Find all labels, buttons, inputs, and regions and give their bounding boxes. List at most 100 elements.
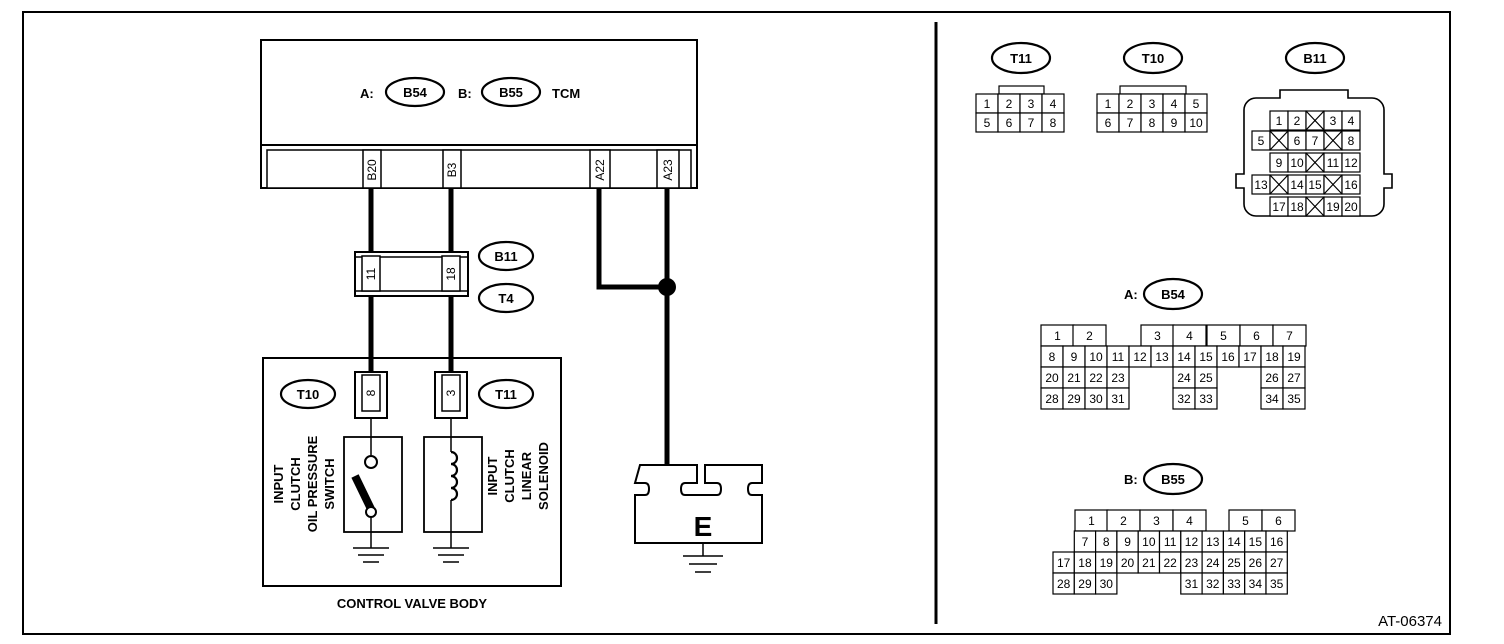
pin-number: 31	[1185, 577, 1199, 591]
pin-number: 9	[1276, 156, 1283, 170]
solenoid-label-line-4: SOLENOID	[536, 442, 551, 510]
pin-number: 12	[1133, 350, 1147, 364]
pin-number: 4	[1050, 97, 1057, 111]
blank-pin-cross	[1323, 130, 1343, 151]
pin-number: 18	[1290, 200, 1304, 214]
ground-e: E	[633, 464, 763, 573]
pin-number: 5	[1242, 514, 1249, 528]
mid-connector: 11 18 B11 T4	[354, 240, 535, 314]
solenoid-label-line-2: CLUTCH	[502, 449, 517, 502]
pin-number: 20	[1045, 371, 1059, 385]
pin-number: 1	[1054, 329, 1061, 343]
pin-number: 26	[1249, 556, 1263, 570]
pin-cell	[1094, 572, 1118, 595]
pin-number: 11	[1327, 156, 1340, 170]
pin-number: 35	[1287, 392, 1301, 406]
pin-number: 30	[1089, 392, 1103, 406]
valve-code-t11: T11	[495, 387, 517, 402]
pin-number: 2	[1006, 97, 1013, 111]
pin-number: 27	[1270, 556, 1284, 570]
pin-number: 6	[1105, 116, 1112, 130]
pin-number: 29	[1067, 392, 1081, 406]
connector-t10-code: T10	[1142, 51, 1164, 66]
pin-number: 35	[1270, 577, 1284, 591]
pin-number: 13	[1254, 178, 1268, 192]
oil-pressure-switch	[343, 418, 403, 563]
pin-number: 22	[1163, 556, 1177, 570]
pin-cell	[1341, 152, 1361, 173]
pin-number: 33	[1199, 392, 1213, 406]
pin-number: 12	[1185, 535, 1199, 549]
pin-number: 5	[984, 116, 991, 130]
pin-number: 7	[1028, 116, 1035, 130]
pin-number: 14	[1177, 350, 1191, 364]
pin-number: 22	[1089, 371, 1103, 385]
tcm-b-oval	[480, 76, 542, 108]
pin-number: 7	[1286, 329, 1293, 343]
tcm-a-oval	[384, 76, 446, 108]
pin-number: 10	[1189, 116, 1203, 130]
figure-id: AT-06374	[1378, 613, 1442, 630]
pin-number: 23	[1185, 556, 1199, 570]
pin-number: 8	[1149, 116, 1156, 130]
pin-number: 17	[1243, 350, 1257, 364]
pin-number: 4	[1348, 114, 1355, 128]
connector-b54-code: B54	[1161, 287, 1186, 302]
pin-number: 7	[1127, 116, 1134, 130]
connector-b55-prefix: B:	[1124, 472, 1138, 487]
valve-code-t10: T10	[297, 387, 319, 402]
wires	[368, 188, 676, 465]
connector-b55-code: B55	[1161, 472, 1185, 487]
pin-number: 5	[1193, 97, 1200, 111]
pin-number: 27	[1287, 371, 1301, 385]
pin-number: 4	[1186, 514, 1193, 528]
blank-pin-cross	[1269, 174, 1289, 195]
pin-number: 34	[1265, 392, 1279, 406]
pin-number: 4	[1171, 97, 1178, 111]
pin-number: 21	[1142, 556, 1156, 570]
pin-number: 17	[1272, 200, 1286, 214]
pin-number: 8	[1103, 535, 1110, 549]
pin-number: 13	[1206, 535, 1220, 549]
pin-number: 20	[1121, 556, 1135, 570]
pin-number: 19	[1100, 556, 1114, 570]
pin-number: 6	[1275, 514, 1282, 528]
pin-number: 3	[1330, 114, 1337, 128]
solenoid-label-line-1: INPUT	[485, 456, 500, 495]
tcm-terminal-a23: A23	[661, 159, 675, 181]
pin-number: 4	[1186, 329, 1193, 343]
pin-number: 8	[1050, 116, 1057, 130]
pin-number: 24	[1177, 371, 1191, 385]
pin-number: 33	[1227, 577, 1241, 591]
pin-cell	[1041, 112, 1065, 133]
pin-number: 20	[1344, 200, 1358, 214]
blank-pin-cross	[1269, 130, 1289, 151]
pin-cell	[1265, 572, 1288, 595]
pin-number: 17	[1057, 556, 1071, 570]
control-valve-body: CONTROL VALVE BODY T10 T11 8 3	[262, 357, 562, 611]
ground-label: E	[694, 511, 713, 542]
pin-number: 16	[1221, 350, 1235, 364]
pin-number: 19	[1287, 350, 1301, 364]
valve-body-label: CONTROL VALVE BODY	[337, 596, 488, 611]
pin-number: 21	[1067, 371, 1081, 385]
pin-number: 32	[1206, 577, 1220, 591]
pin-number: 2	[1294, 114, 1301, 128]
switch-label-line-2: CLUTCH	[288, 457, 303, 510]
pin-number: 5	[1258, 134, 1265, 148]
pin-number: 26	[1265, 371, 1279, 385]
tcm-a-code: B54	[403, 85, 428, 100]
pin-number: 10	[1089, 350, 1103, 364]
blank-pin-cross	[1323, 174, 1343, 195]
pin-number: 1	[1105, 97, 1112, 111]
connector-t11-code: T11	[1010, 51, 1032, 66]
pin-number: 32	[1177, 392, 1191, 406]
tcm-block: A: B54 B: B55 TCM B20 B3 A22 A23	[260, 39, 698, 189]
pin-number: 15	[1308, 178, 1322, 192]
mid-code-t4: T4	[498, 291, 514, 306]
pin-number: 3	[1154, 329, 1161, 343]
switch-label-line-1: INPUT	[271, 464, 286, 503]
pin-number: 15	[1249, 535, 1263, 549]
